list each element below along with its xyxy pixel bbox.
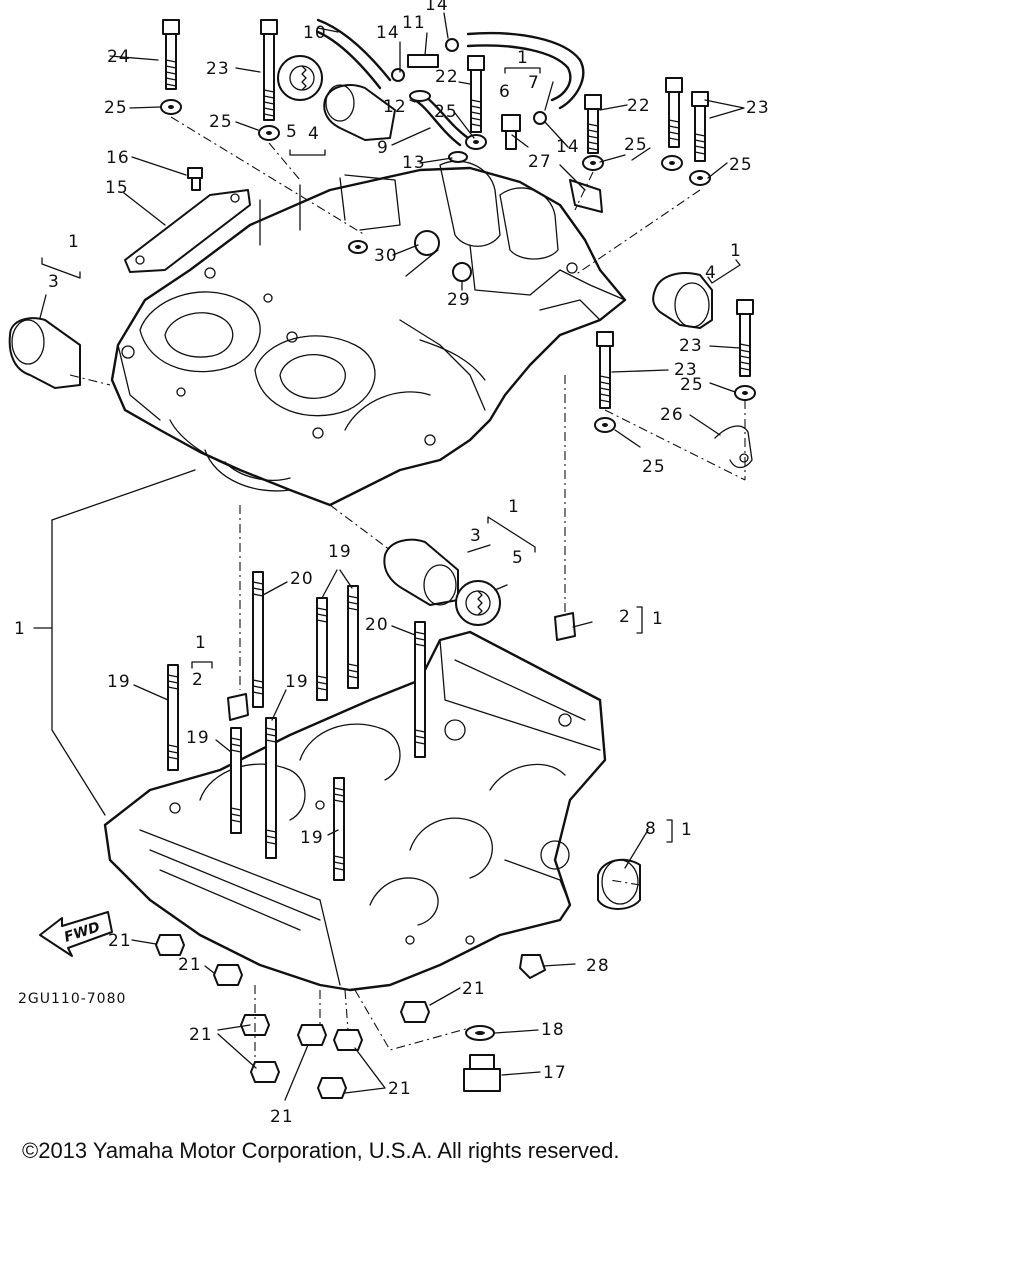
callout-14: 14 bbox=[425, 0, 449, 15]
callout-30: 30 bbox=[374, 246, 398, 266]
mount-3-bottom bbox=[383, 538, 459, 606]
callout-14: 14 bbox=[376, 23, 400, 43]
callout-25: 25 bbox=[104, 98, 128, 118]
callout-2: 2 bbox=[619, 607, 631, 627]
bolt-16 bbox=[187, 167, 203, 191]
callout-27: 27 bbox=[528, 152, 552, 172]
plug-28 bbox=[519, 954, 546, 979]
callout-1: 1 bbox=[68, 232, 80, 252]
callout-20: 20 bbox=[290, 569, 314, 589]
damper-5-top bbox=[277, 55, 323, 101]
bolt-23-top bbox=[260, 19, 278, 121]
nuts-21 bbox=[155, 934, 430, 1099]
callout-6: 6 bbox=[499, 82, 511, 102]
callout-25: 25 bbox=[642, 457, 666, 477]
callout-23: 23 bbox=[674, 360, 698, 380]
callout-25: 25 bbox=[729, 155, 753, 175]
callout-1: 1 bbox=[681, 820, 693, 840]
callout-15: 15 bbox=[105, 178, 129, 198]
mount-4-top bbox=[323, 84, 396, 141]
callout-5: 5 bbox=[286, 122, 298, 142]
callout-23: 23 bbox=[679, 336, 703, 356]
damper-5-bottom bbox=[455, 580, 501, 626]
callout-25: 25 bbox=[434, 102, 458, 122]
clip-26 bbox=[714, 425, 753, 469]
callout-28: 28 bbox=[586, 956, 610, 976]
callout-4: 4 bbox=[705, 263, 717, 283]
callout-8: 8 bbox=[645, 819, 657, 839]
callout-16: 16 bbox=[106, 148, 130, 168]
callout-1: 1 bbox=[195, 633, 207, 653]
callout-13: 13 bbox=[402, 153, 426, 173]
callout-29: 29 bbox=[447, 290, 471, 310]
bolts-23-pair bbox=[665, 77, 709, 162]
callout-22: 22 bbox=[435, 67, 459, 87]
callout-12: 12 bbox=[383, 97, 407, 117]
callout-19: 19 bbox=[186, 728, 210, 748]
copyright-notice: ©2013 Yamaha Motor Corporation, U.S.A. A… bbox=[22, 1138, 620, 1163]
callout-labels: 24 23 10 14 11 14 22 1 7 25 25 5 4 12 25… bbox=[14, 0, 770, 1127]
callout-25: 25 bbox=[209, 112, 233, 132]
leader-lines bbox=[33, 12, 746, 1101]
dowel-pins-2 bbox=[227, 612, 576, 721]
callout-4: 4 bbox=[308, 124, 320, 144]
callout-9: 9 bbox=[377, 138, 389, 158]
callout-18: 18 bbox=[541, 1020, 565, 1040]
callout-3: 3 bbox=[470, 526, 482, 546]
bushing-8 bbox=[597, 858, 641, 910]
studs-19-20 bbox=[167, 571, 426, 881]
callout-21: 21 bbox=[178, 955, 202, 975]
callout-20: 20 bbox=[365, 615, 389, 635]
callout-1: 1 bbox=[517, 48, 529, 68]
callout-5: 5 bbox=[512, 548, 524, 568]
crankcase-exploded-diagram: FWD bbox=[8, 0, 770, 1127]
callout-10: 10 bbox=[303, 23, 327, 43]
callout-2: 2 bbox=[192, 670, 204, 690]
callout-1: 1 bbox=[730, 241, 742, 261]
bolt-22-b bbox=[584, 94, 602, 154]
callout-26: 26 bbox=[660, 405, 684, 425]
drawing-code: 2GU110-7080 bbox=[18, 991, 126, 1007]
callout-17: 17 bbox=[543, 1063, 567, 1083]
callout-7: 7 bbox=[528, 73, 540, 93]
callout-1: 1 bbox=[14, 619, 26, 639]
callout-19: 19 bbox=[300, 828, 324, 848]
lower-crankcase bbox=[103, 630, 607, 992]
fwd-arrow-icon: FWD bbox=[39, 911, 113, 957]
callout-11: 11 bbox=[402, 13, 426, 33]
bolt-23-mid bbox=[596, 331, 614, 409]
callout-14: 14 bbox=[556, 137, 580, 157]
callout-23: 23 bbox=[746, 98, 770, 118]
callout-24: 24 bbox=[107, 47, 131, 67]
callout-22: 22 bbox=[627, 96, 651, 116]
mount-3-left bbox=[8, 317, 81, 389]
bolt-23-right bbox=[736, 299, 754, 377]
callout-21: 21 bbox=[189, 1025, 213, 1045]
callout-25: 25 bbox=[624, 135, 648, 155]
callout-21: 21 bbox=[270, 1107, 294, 1127]
bracket-15 bbox=[124, 189, 251, 273]
callout-25: 25 bbox=[680, 375, 704, 395]
callout-3: 3 bbox=[48, 272, 60, 292]
bolt-22-a bbox=[467, 55, 485, 133]
drain-plug-17 bbox=[463, 1054, 501, 1092]
callout-23: 23 bbox=[206, 59, 230, 79]
washers-25 bbox=[160, 99, 756, 433]
callout-21: 21 bbox=[108, 931, 132, 951]
gasket-18 bbox=[465, 1025, 495, 1041]
mount-4-right bbox=[652, 272, 713, 329]
callout-21: 21 bbox=[462, 979, 486, 999]
small-fittings bbox=[391, 38, 603, 282]
upper-crankcase bbox=[110, 160, 627, 507]
callout-19: 19 bbox=[285, 672, 309, 692]
callout-19: 19 bbox=[328, 542, 352, 562]
bolt-24 bbox=[162, 19, 180, 90]
callout-19: 19 bbox=[107, 672, 131, 692]
callout-1: 1 bbox=[652, 609, 664, 629]
callout-1: 1 bbox=[508, 497, 520, 517]
callout-21: 21 bbox=[388, 1079, 412, 1099]
